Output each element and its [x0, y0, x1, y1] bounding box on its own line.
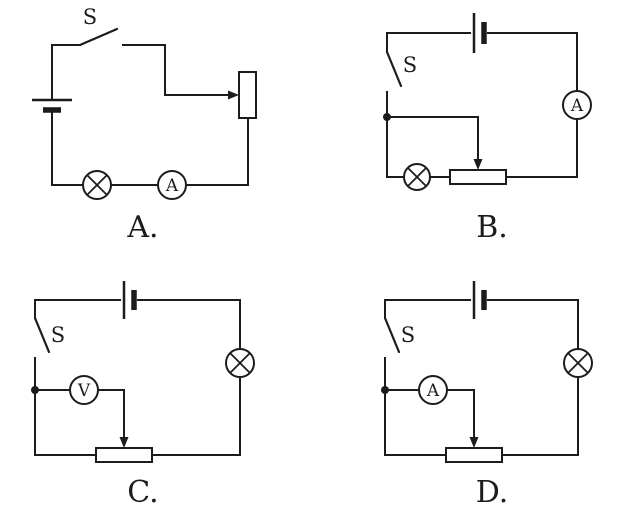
switch-icon	[78, 27, 119, 47]
switch-label: S	[403, 53, 417, 77]
battery-icon	[472, 281, 487, 319]
ammeter-label: A	[426, 381, 440, 401]
circuit-d: S A D.	[381, 281, 593, 510]
wire	[386, 32, 471, 53]
lamp-icon	[82, 170, 112, 200]
switch-label: S	[401, 323, 415, 347]
caption: D.	[476, 475, 509, 510]
switch-icon	[383, 316, 401, 354]
lamp-icon	[225, 348, 255, 378]
wire	[384, 299, 471, 319]
wire	[34, 299, 121, 319]
battery-icon	[122, 281, 137, 319]
ammeter-label: A	[165, 176, 179, 196]
caption: C.	[127, 475, 158, 510]
voltmeter-label: V	[77, 381, 91, 401]
switch-icon	[385, 50, 403, 88]
lamp-icon	[563, 348, 593, 378]
wire	[384, 357, 447, 456]
battery-icon	[32, 98, 72, 113]
wire	[487, 32, 578, 178]
wire	[51, 44, 81, 99]
wire	[122, 44, 230, 96]
rheostat-icon	[445, 447, 503, 463]
lamp-icon	[403, 163, 431, 191]
caption: B.	[476, 210, 508, 245]
wire	[97, 389, 125, 441]
rheostat-icon	[449, 169, 507, 185]
wire	[386, 116, 479, 162]
voltmeter-icon: V	[69, 375, 99, 405]
wire	[487, 299, 579, 456]
switch-label: S	[51, 323, 65, 347]
wiper-arrow-icon	[469, 437, 479, 448]
wire	[446, 389, 475, 441]
wiper-arrow-icon	[228, 90, 239, 100]
switch-label: S	[83, 5, 97, 29]
wire	[137, 299, 241, 456]
ammeter-icon: A	[418, 375, 448, 405]
battery-icon	[472, 13, 487, 53]
wire	[34, 357, 97, 456]
ammeter-label: A	[570, 96, 584, 116]
circuit-c: S V C.	[31, 281, 255, 510]
caption: A.	[126, 210, 158, 245]
circuit-a: S A A.	[32, 5, 257, 245]
ammeter-icon: A	[562, 90, 592, 120]
junction-dot	[31, 386, 39, 394]
rheostat-icon	[95, 447, 153, 463]
ammeter-icon: A	[157, 170, 187, 200]
switch-icon	[33, 316, 51, 354]
junction-dot	[383, 113, 391, 121]
junction-dot	[381, 386, 389, 394]
rheostat-icon	[238, 71, 257, 119]
wiper-arrow-icon	[473, 159, 483, 170]
wiper-arrow-icon	[119, 437, 129, 448]
circuit-b: S A B.	[383, 13, 592, 245]
